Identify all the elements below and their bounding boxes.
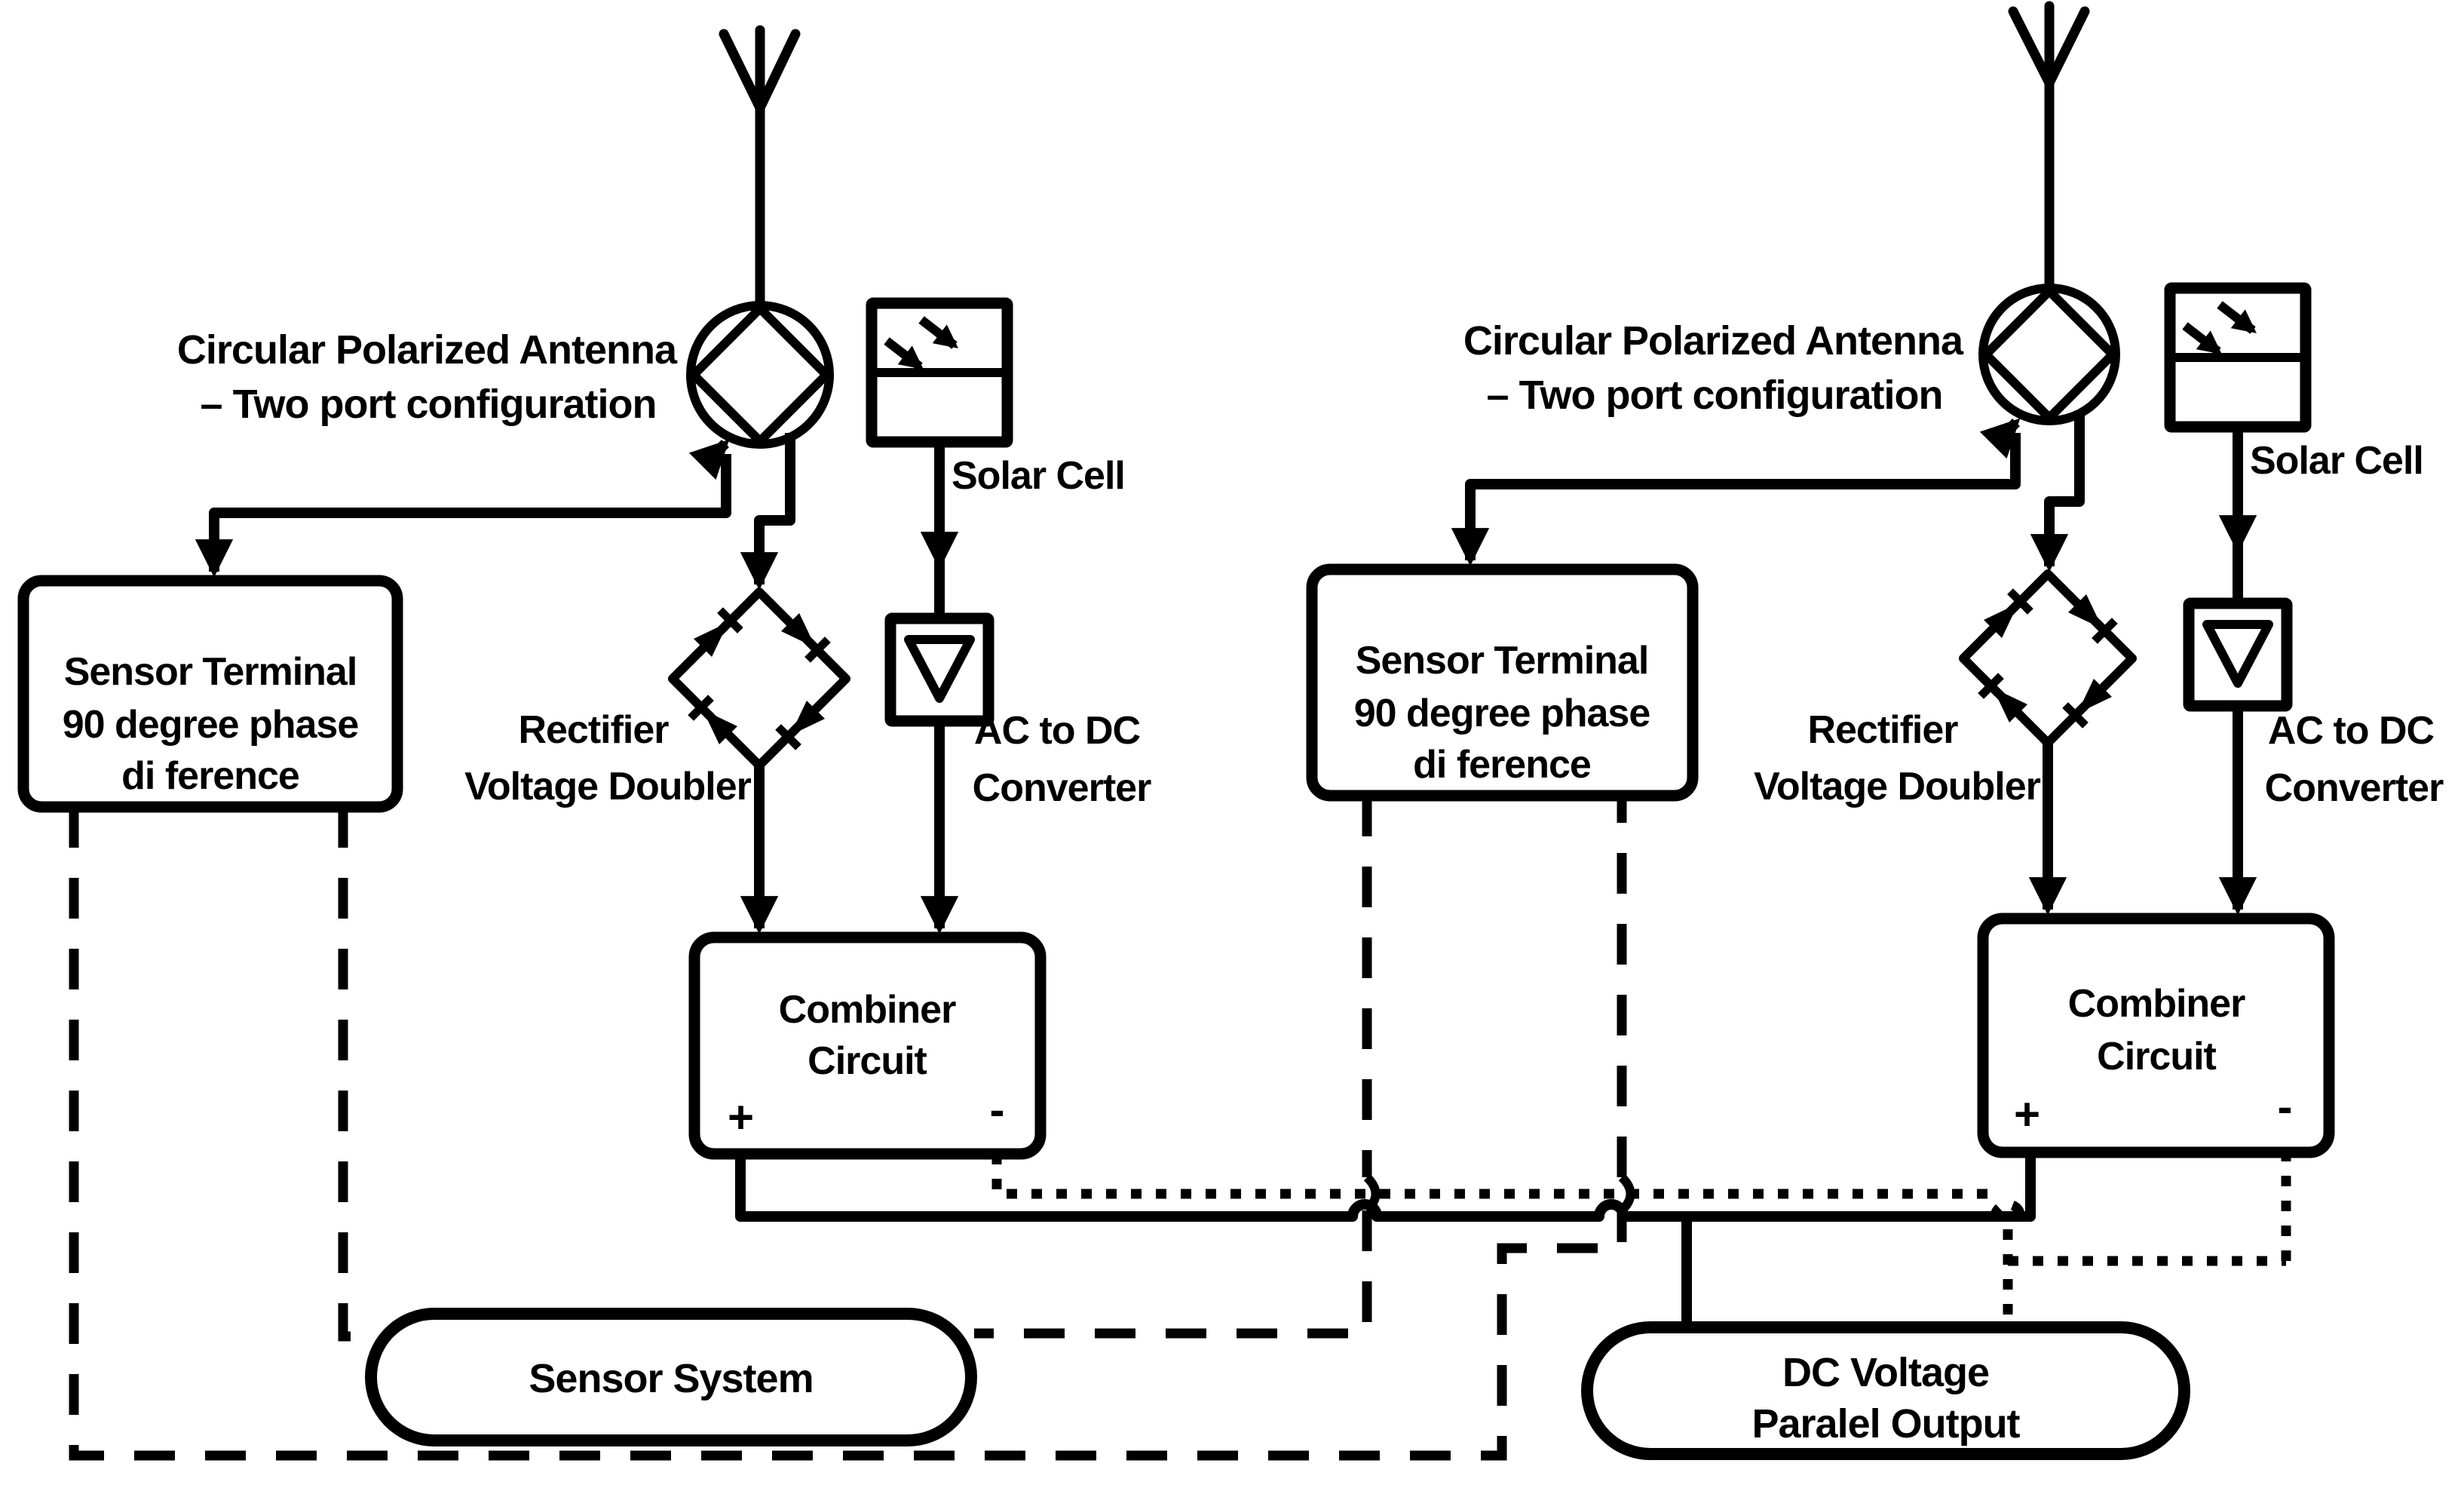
acdc-label-line2: Converter <box>2265 766 2444 810</box>
port-a-wire-to-sensor-terminal <box>1451 433 2021 566</box>
dc-voltage-output-node: DC Voltage Paralel Output <box>1581 1321 2190 1460</box>
sensor-system-label: Sensor System <box>529 1356 813 1401</box>
rectifier-bridge-icon <box>1959 569 2137 747</box>
rectifier-label-line1: Rectifier <box>518 708 669 752</box>
circulator-circle-icon <box>686 301 834 449</box>
port-arrow-into-circulator <box>1979 418 2021 459</box>
combiner-circuit-box: Combiner Circuit + - <box>1977 913 2335 1158</box>
sensor-terminal-line3: di ference <box>1413 743 1591 787</box>
acdc-converter-icon <box>2183 597 2293 712</box>
solar-cell-icon <box>866 297 1013 448</box>
minus-bus-branch-right <box>2008 1152 2291 1266</box>
sensor-link-outer <box>69 807 1627 1461</box>
right-terminal-to-sensor-system <box>974 1210 1372 1339</box>
diode-icon <box>775 701 825 750</box>
sensor-terminal-line1: Sensor Terminal <box>1356 639 1649 683</box>
sunlight-arrow-icon <box>2217 301 2257 334</box>
antenna-title-line1: Circular Polarized Antenna <box>177 327 678 373</box>
sunlight-arrow-icon <box>884 337 924 370</box>
plus-bus-wire <box>735 1152 2036 1222</box>
solar-cell-label: Solar Cell <box>2250 439 2423 483</box>
combiner-line1: Combiner <box>779 988 956 1032</box>
diode-icon <box>1984 588 2033 638</box>
antenna-title-line2: – Two port configuration <box>201 382 657 427</box>
acdc-label-line1: AC to DC <box>2268 709 2435 753</box>
combiner-circuit-box: Combiner Circuit + - <box>688 931 1047 1160</box>
sensor-terminal-line2: 90 degree phase <box>63 703 359 747</box>
circulator-diamond-icon <box>689 304 831 446</box>
sensor-terminal-line3: di ference <box>121 754 299 798</box>
port-arrow-into-circulator <box>688 439 730 480</box>
dc-output-line2: Paralel Output <box>1751 1401 2020 1446</box>
sensor-terminal-box: Sensor Terminal 90 degree phase di feren… <box>17 575 403 813</box>
diode-icon <box>1978 673 2027 722</box>
minus-terminal-label: - <box>990 1084 1004 1135</box>
sensor-link-outer-hop <box>1618 1173 1635 1214</box>
dc-positive-bus <box>735 1152 2036 1321</box>
combiner-line1: Combiner <box>2068 982 2245 1026</box>
right-terminal-hop <box>1363 1173 1381 1214</box>
sensor-signal-nets <box>69 796 1635 1461</box>
rectifier-label-line2: Voltage Doubler <box>464 765 752 808</box>
port-b-wire-to-rectifier <box>740 433 795 591</box>
right-unit: Circular Polarized Antenna – Two port co… <box>1306 1 2444 1158</box>
plus-terminal-label: + <box>728 1092 753 1143</box>
minus-terminal-label: - <box>2278 1081 2292 1132</box>
plus-terminal-label: + <box>2014 1089 2040 1140</box>
port-a-wire-to-sensor-terminal <box>195 454 731 578</box>
sensor-terminal-line2: 90 degree phase <box>1354 692 1650 735</box>
sensor-terminal-box: Sensor Terminal 90 degree phase di feren… <box>1306 563 1699 802</box>
antenna-icon <box>686 25 834 449</box>
antenna-icon <box>1978 1 2120 425</box>
rectifier-label-line2: Voltage Doubler <box>1754 765 2041 808</box>
dc-output-line1: DC Voltage <box>1782 1350 1989 1395</box>
circulator-diamond-icon <box>1981 287 2117 422</box>
sensor-terminal-line1: Sensor Terminal <box>64 650 357 694</box>
diode-icon <box>781 613 831 663</box>
minus-bus-hop <box>1990 1199 2026 1218</box>
port-b-wire-to-rectifier <box>2030 413 2085 572</box>
acdc-label-line1: AC to DC <box>974 709 1141 753</box>
solar-cell-label: Solar Cell <box>952 454 1125 498</box>
combiner-line2: Circuit <box>2097 1035 2216 1078</box>
sensor-system-node: Sensor System <box>365 1308 977 1446</box>
antenna-fork-icon <box>2008 1 2090 293</box>
dc-negative-bus <box>991 1152 2291 1321</box>
left-terminal-to-sensor-system <box>338 807 375 1342</box>
diode-icon <box>2068 594 2118 644</box>
diode-icon <box>694 607 743 657</box>
antenna-title-line2: – Two port configuration <box>1487 373 1943 418</box>
rectifier-label-line1: Rectifier <box>1807 708 1958 752</box>
antenna-fork-icon <box>719 25 801 311</box>
acdc-label-line2: Converter <box>973 766 1151 810</box>
diode-icon <box>2062 679 2112 729</box>
sensor-system-shape <box>365 1308 977 1446</box>
circulator-circle-icon <box>1978 284 2120 425</box>
acdc-converter-icon <box>884 612 994 727</box>
antenna-title-line1: Circular Polarized Antenna <box>1463 318 1964 364</box>
dc-voltage-output-shape <box>1581 1321 2190 1460</box>
sunlight-arrow-icon <box>2182 322 2222 355</box>
sunlight-arrow-icon <box>918 316 958 349</box>
diode-icon <box>688 695 737 744</box>
rectifier-bridge-icon <box>668 587 850 770</box>
combiner-line2: Circuit <box>808 1039 927 1083</box>
solar-cell-icon <box>2164 282 2312 433</box>
left-unit: Circular Polarized Antenna – Two port co… <box>17 25 1152 1160</box>
minus-bus-wire <box>991 1154 1995 1199</box>
